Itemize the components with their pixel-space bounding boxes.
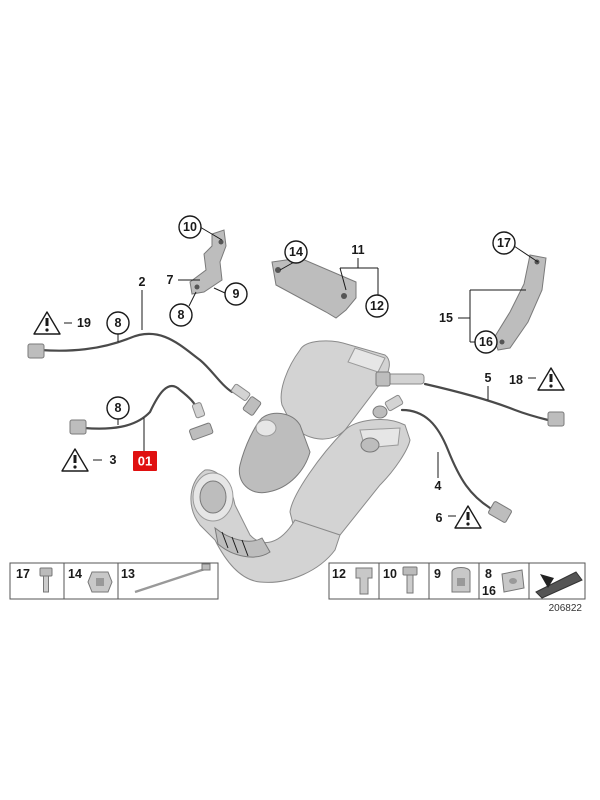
leader-lines bbox=[64, 226, 539, 517]
legend-right: 12 10 9 8 16 bbox=[328, 562, 586, 600]
callout-8-sensor3-label: 8 bbox=[115, 401, 122, 415]
warning-icon-3 bbox=[61, 448, 89, 472]
callout-15-label[interactable]: 15 bbox=[439, 311, 453, 325]
legend-16-label: 16 bbox=[482, 584, 496, 598]
callout-7-label[interactable]: 7 bbox=[167, 273, 174, 287]
callout-5-label[interactable]: 5 bbox=[485, 371, 492, 385]
bracket-right bbox=[493, 254, 547, 351]
callout-12-label: 12 bbox=[370, 299, 384, 313]
warning-icon-19 bbox=[33, 311, 61, 335]
callout-9[interactable]: 9 bbox=[224, 282, 248, 306]
arrow-tab-icon bbox=[535, 571, 583, 599]
legend-14-label: 14 bbox=[68, 567, 82, 581]
legend-9-label: 9 bbox=[434, 567, 441, 581]
document-number: 206822 bbox=[549, 603, 583, 614]
callout-6-label[interactable]: 6 bbox=[436, 511, 443, 525]
legend-left: 17 14 13 bbox=[9, 562, 219, 600]
callout-16-label: 16 bbox=[479, 335, 493, 349]
screw-icon bbox=[402, 566, 418, 594]
callout-19-label[interactable]: 19 bbox=[77, 316, 91, 330]
callout-17[interactable]: 17 bbox=[492, 231, 516, 255]
callout-16[interactable]: 16 bbox=[474, 330, 498, 354]
bolt-icon bbox=[39, 567, 53, 593]
callout-2-label[interactable]: 2 bbox=[139, 275, 146, 289]
callout-8-sensor2-label: 8 bbox=[115, 316, 122, 330]
callout-8-bracket-label: 8 bbox=[178, 308, 185, 322]
callout-10-label: 10 bbox=[183, 220, 197, 234]
warning-icon-6 bbox=[454, 505, 482, 529]
oxygen-sensor-5 bbox=[375, 371, 565, 427]
callout-3-label[interactable]: 3 bbox=[110, 453, 117, 467]
cable-clip-icon bbox=[451, 567, 471, 593]
callout-12[interactable]: 12 bbox=[365, 294, 389, 318]
callout-8-sensor3[interactable]: 8 bbox=[106, 396, 130, 420]
highlight-label: 01 bbox=[138, 454, 152, 469]
highlight-part-01[interactable]: 01 bbox=[133, 451, 157, 471]
clip-nut-icon bbox=[87, 571, 113, 593]
legend-17-label: 17 bbox=[16, 567, 30, 581]
callout-11-label[interactable]: 11 bbox=[351, 243, 364, 257]
bracket-left bbox=[189, 229, 227, 295]
catalytic-converter-assembly bbox=[190, 340, 411, 583]
callout-9-label: 9 bbox=[233, 287, 240, 301]
callout-14[interactable]: 14 bbox=[284, 240, 308, 264]
oxygen-sensor-2 bbox=[27, 332, 262, 416]
bracket-middle bbox=[271, 257, 357, 319]
spring-clip-icon bbox=[355, 567, 373, 595]
oxygen-sensor-4 bbox=[372, 394, 512, 523]
legend-12-label: 12 bbox=[332, 567, 346, 581]
legend-10-label: 10 bbox=[383, 567, 397, 581]
oxygen-sensor-3 bbox=[69, 384, 214, 441]
cable-tie-icon bbox=[134, 563, 211, 594]
legend-13-label: 13 bbox=[121, 567, 135, 581]
callout-4-label[interactable]: 4 bbox=[435, 479, 442, 493]
warning-icon-18 bbox=[537, 367, 565, 391]
grommet-icon bbox=[501, 569, 525, 593]
callout-8-sensor2[interactable]: 8 bbox=[106, 311, 130, 335]
callout-8-bracket[interactable]: 8 bbox=[169, 303, 193, 327]
callout-17-label: 17 bbox=[497, 236, 511, 250]
legend-8-label: 8 bbox=[485, 567, 492, 581]
callout-14-label: 14 bbox=[289, 245, 303, 259]
callout-10[interactable]: 10 bbox=[178, 215, 202, 239]
callout-18-label[interactable]: 18 bbox=[509, 373, 523, 387]
